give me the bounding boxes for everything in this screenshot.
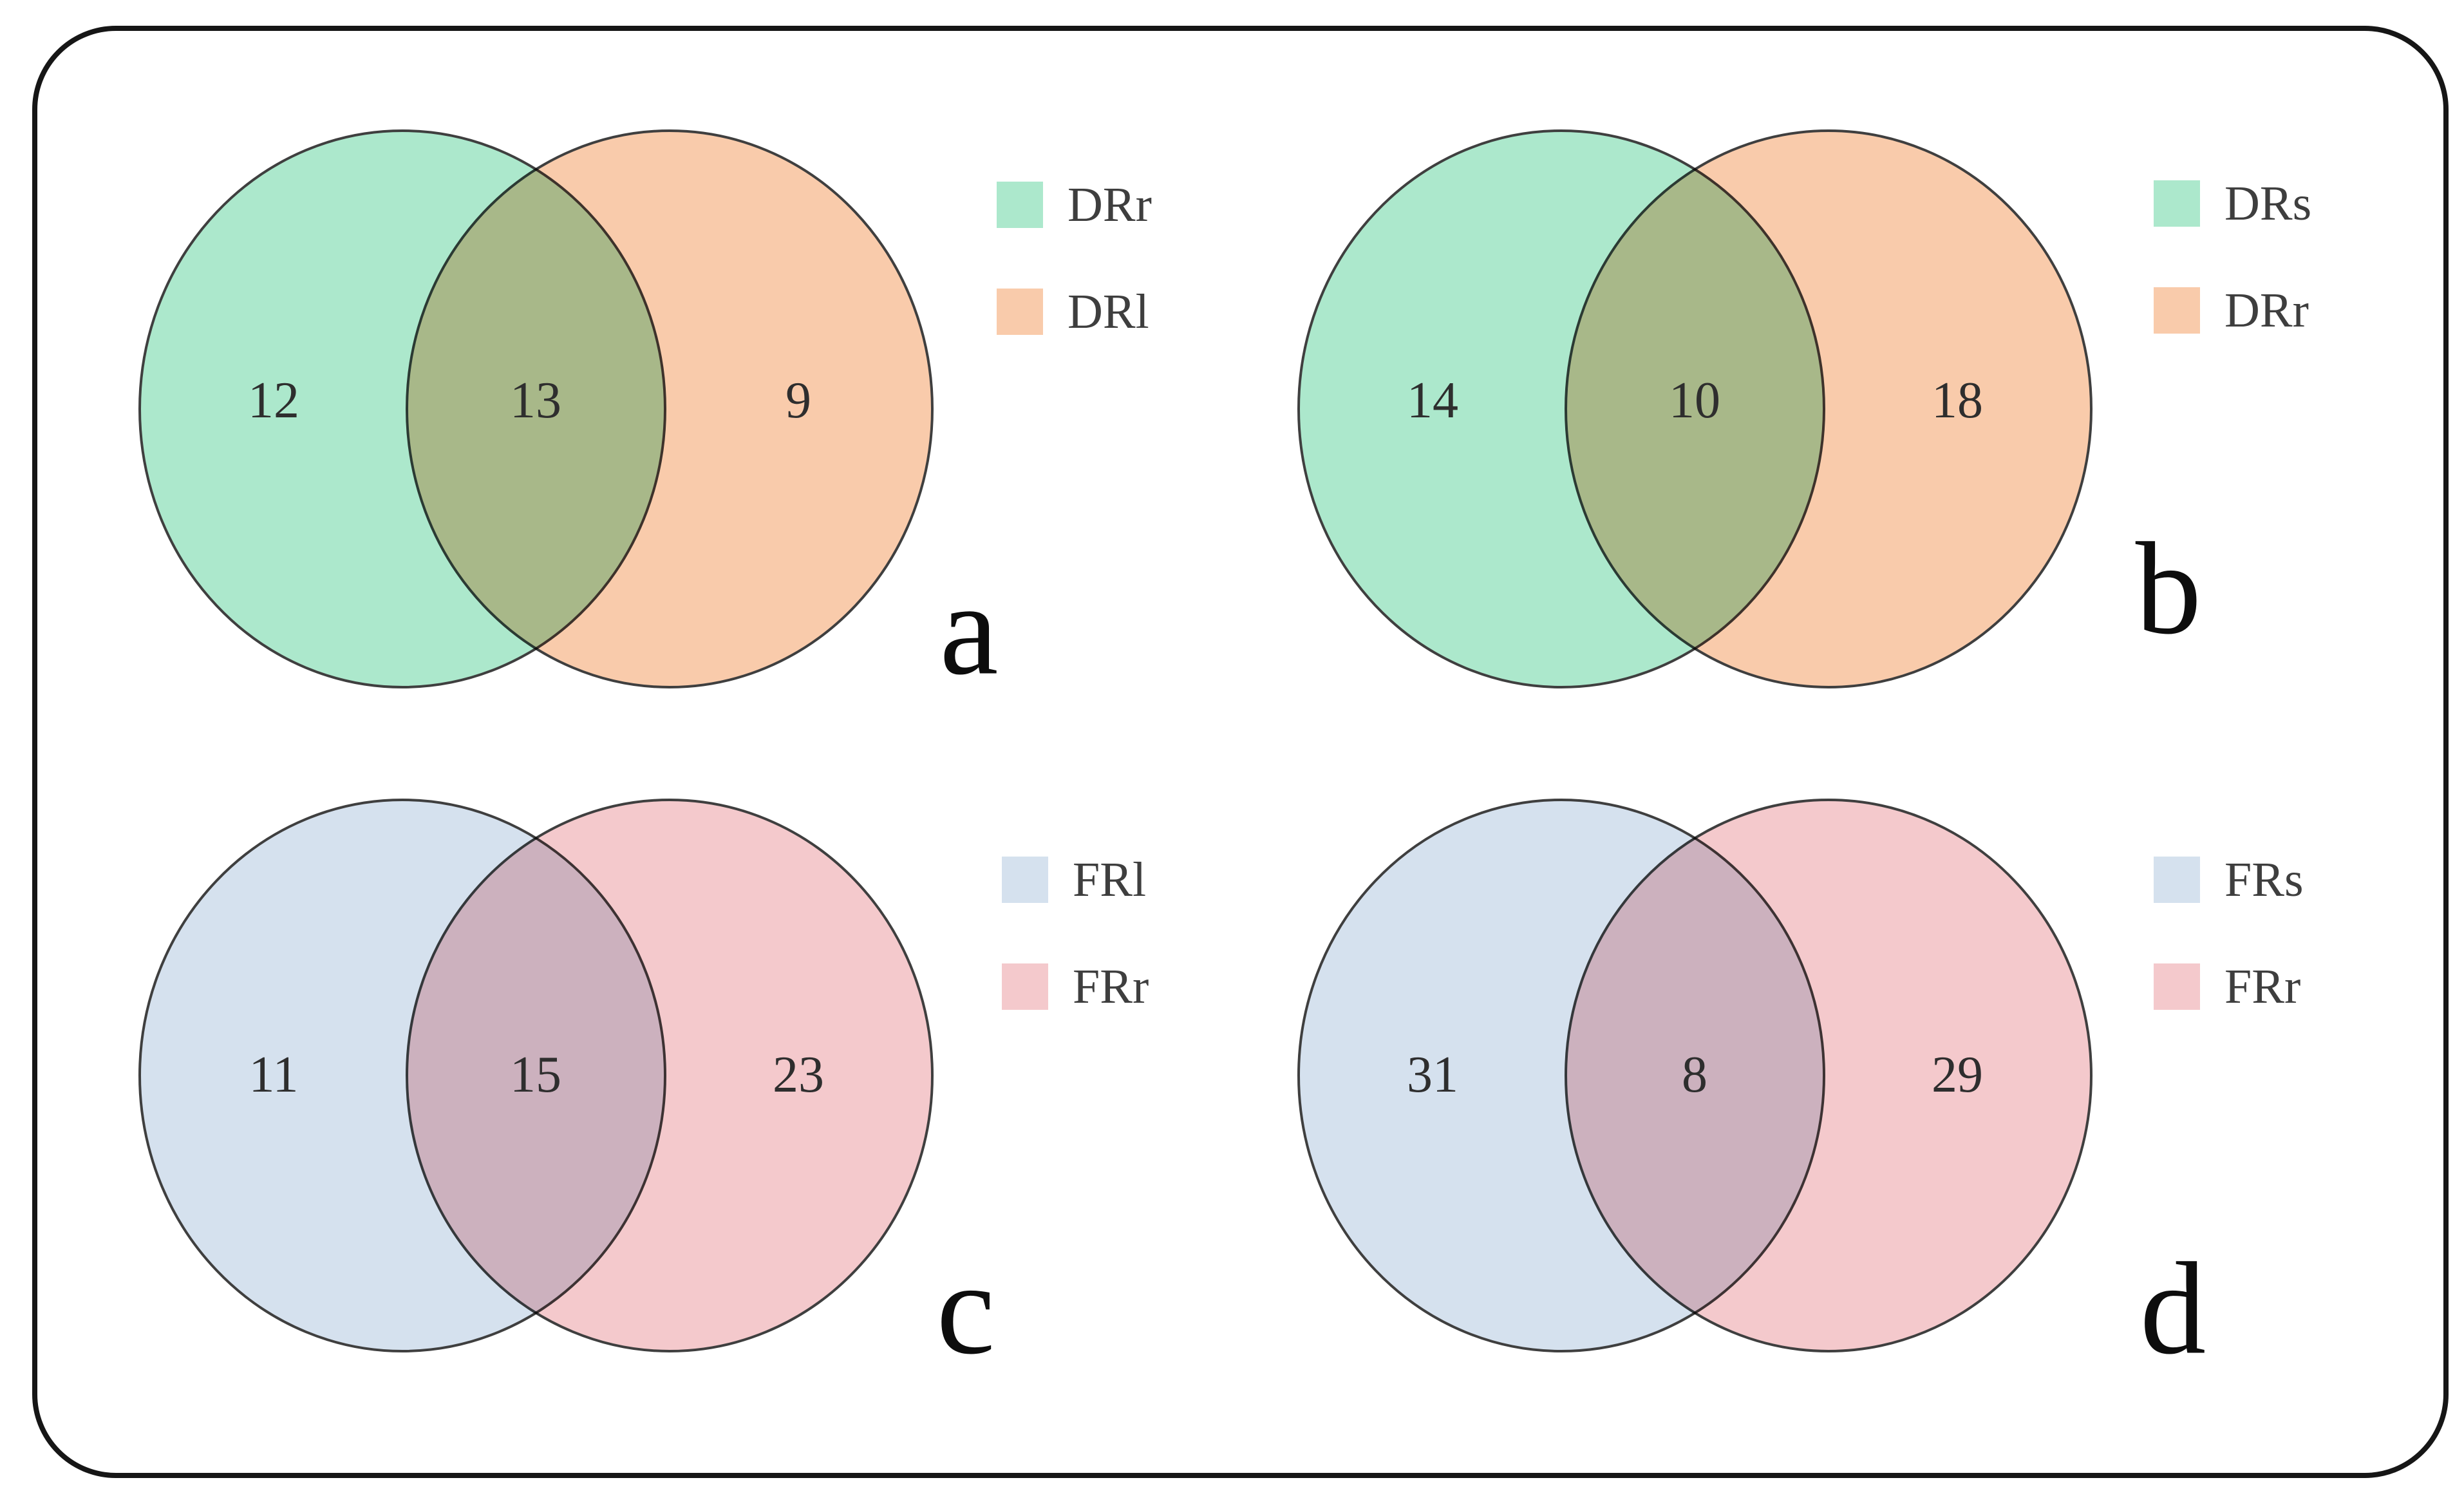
legend-swatch-blue [2154,857,2200,903]
venn-a-overlap-count: 13 [510,372,561,429]
legend-swatch-blue [1002,857,1048,903]
legend-item: DRs [2154,179,2311,228]
venn-d-overlap-count: 8 [1682,1047,1707,1103]
legend-item: FRr [2154,962,2304,1011]
legend-label: FRr [2224,960,2301,1014]
venn-b-overlap-count: 10 [1669,372,1720,429]
legend-panel-a: DRr DRl [997,180,1152,394]
legend-item: DRr [997,180,1152,229]
legend-panel-d: FRs FRr [2154,855,2304,1069]
venn-c-right-count: 23 [773,1047,824,1103]
legend-item: FRl [1002,855,1149,904]
legend-item: FRs [2154,855,2304,904]
legend-panel-c: FRl FRr [1002,855,1149,1069]
legend-item: DRl [997,287,1152,336]
venn-b-left-count: 14 [1407,372,1458,429]
legend-swatch-pink [1002,963,1048,1010]
legend-panel-b: DRs DRr [2154,179,2311,393]
venn-d-right-circle [1565,799,2093,1352]
panel-letter-b: b [2135,515,2202,662]
figure-border-frame [32,26,2449,1478]
legend-label: DRs [2224,176,2312,231]
venn-c-left-count: 11 [249,1047,298,1103]
venn-c-right-circle [406,799,934,1352]
panel-letter-d: d [2140,1235,2206,1382]
venn-a-right-count: 9 [785,372,811,429]
legend-swatch-green [2154,180,2200,227]
legend-label: DRr [2224,283,2309,337]
legend-swatch-orange [997,289,1043,335]
venn-d-right-count: 29 [1932,1047,1983,1103]
legend-label: DRl [1067,285,1149,339]
venn-c-overlap-count: 15 [510,1047,561,1103]
legend-label: DRr [1067,178,1152,232]
legend-label: FRl [1073,853,1147,907]
legend-label: FRr [1073,960,1149,1014]
venn-a-right-circle [406,129,934,688]
panel-letter-c: c [936,1235,995,1382]
legend-swatch-orange [2154,287,2200,334]
venn-b-right-circle [1565,129,2093,688]
venn-a-left-count: 12 [248,372,299,429]
legend-item: DRr [2154,286,2311,335]
legend-item: FRr [1002,962,1149,1011]
venn-b-right-count: 18 [1932,372,1983,429]
venn-d-left-count: 31 [1407,1047,1458,1103]
legend-swatch-green [997,182,1043,228]
legend-label: FRs [2224,853,2304,907]
panel-letter-a: a [939,556,999,703]
legend-swatch-pink [2154,963,2200,1010]
